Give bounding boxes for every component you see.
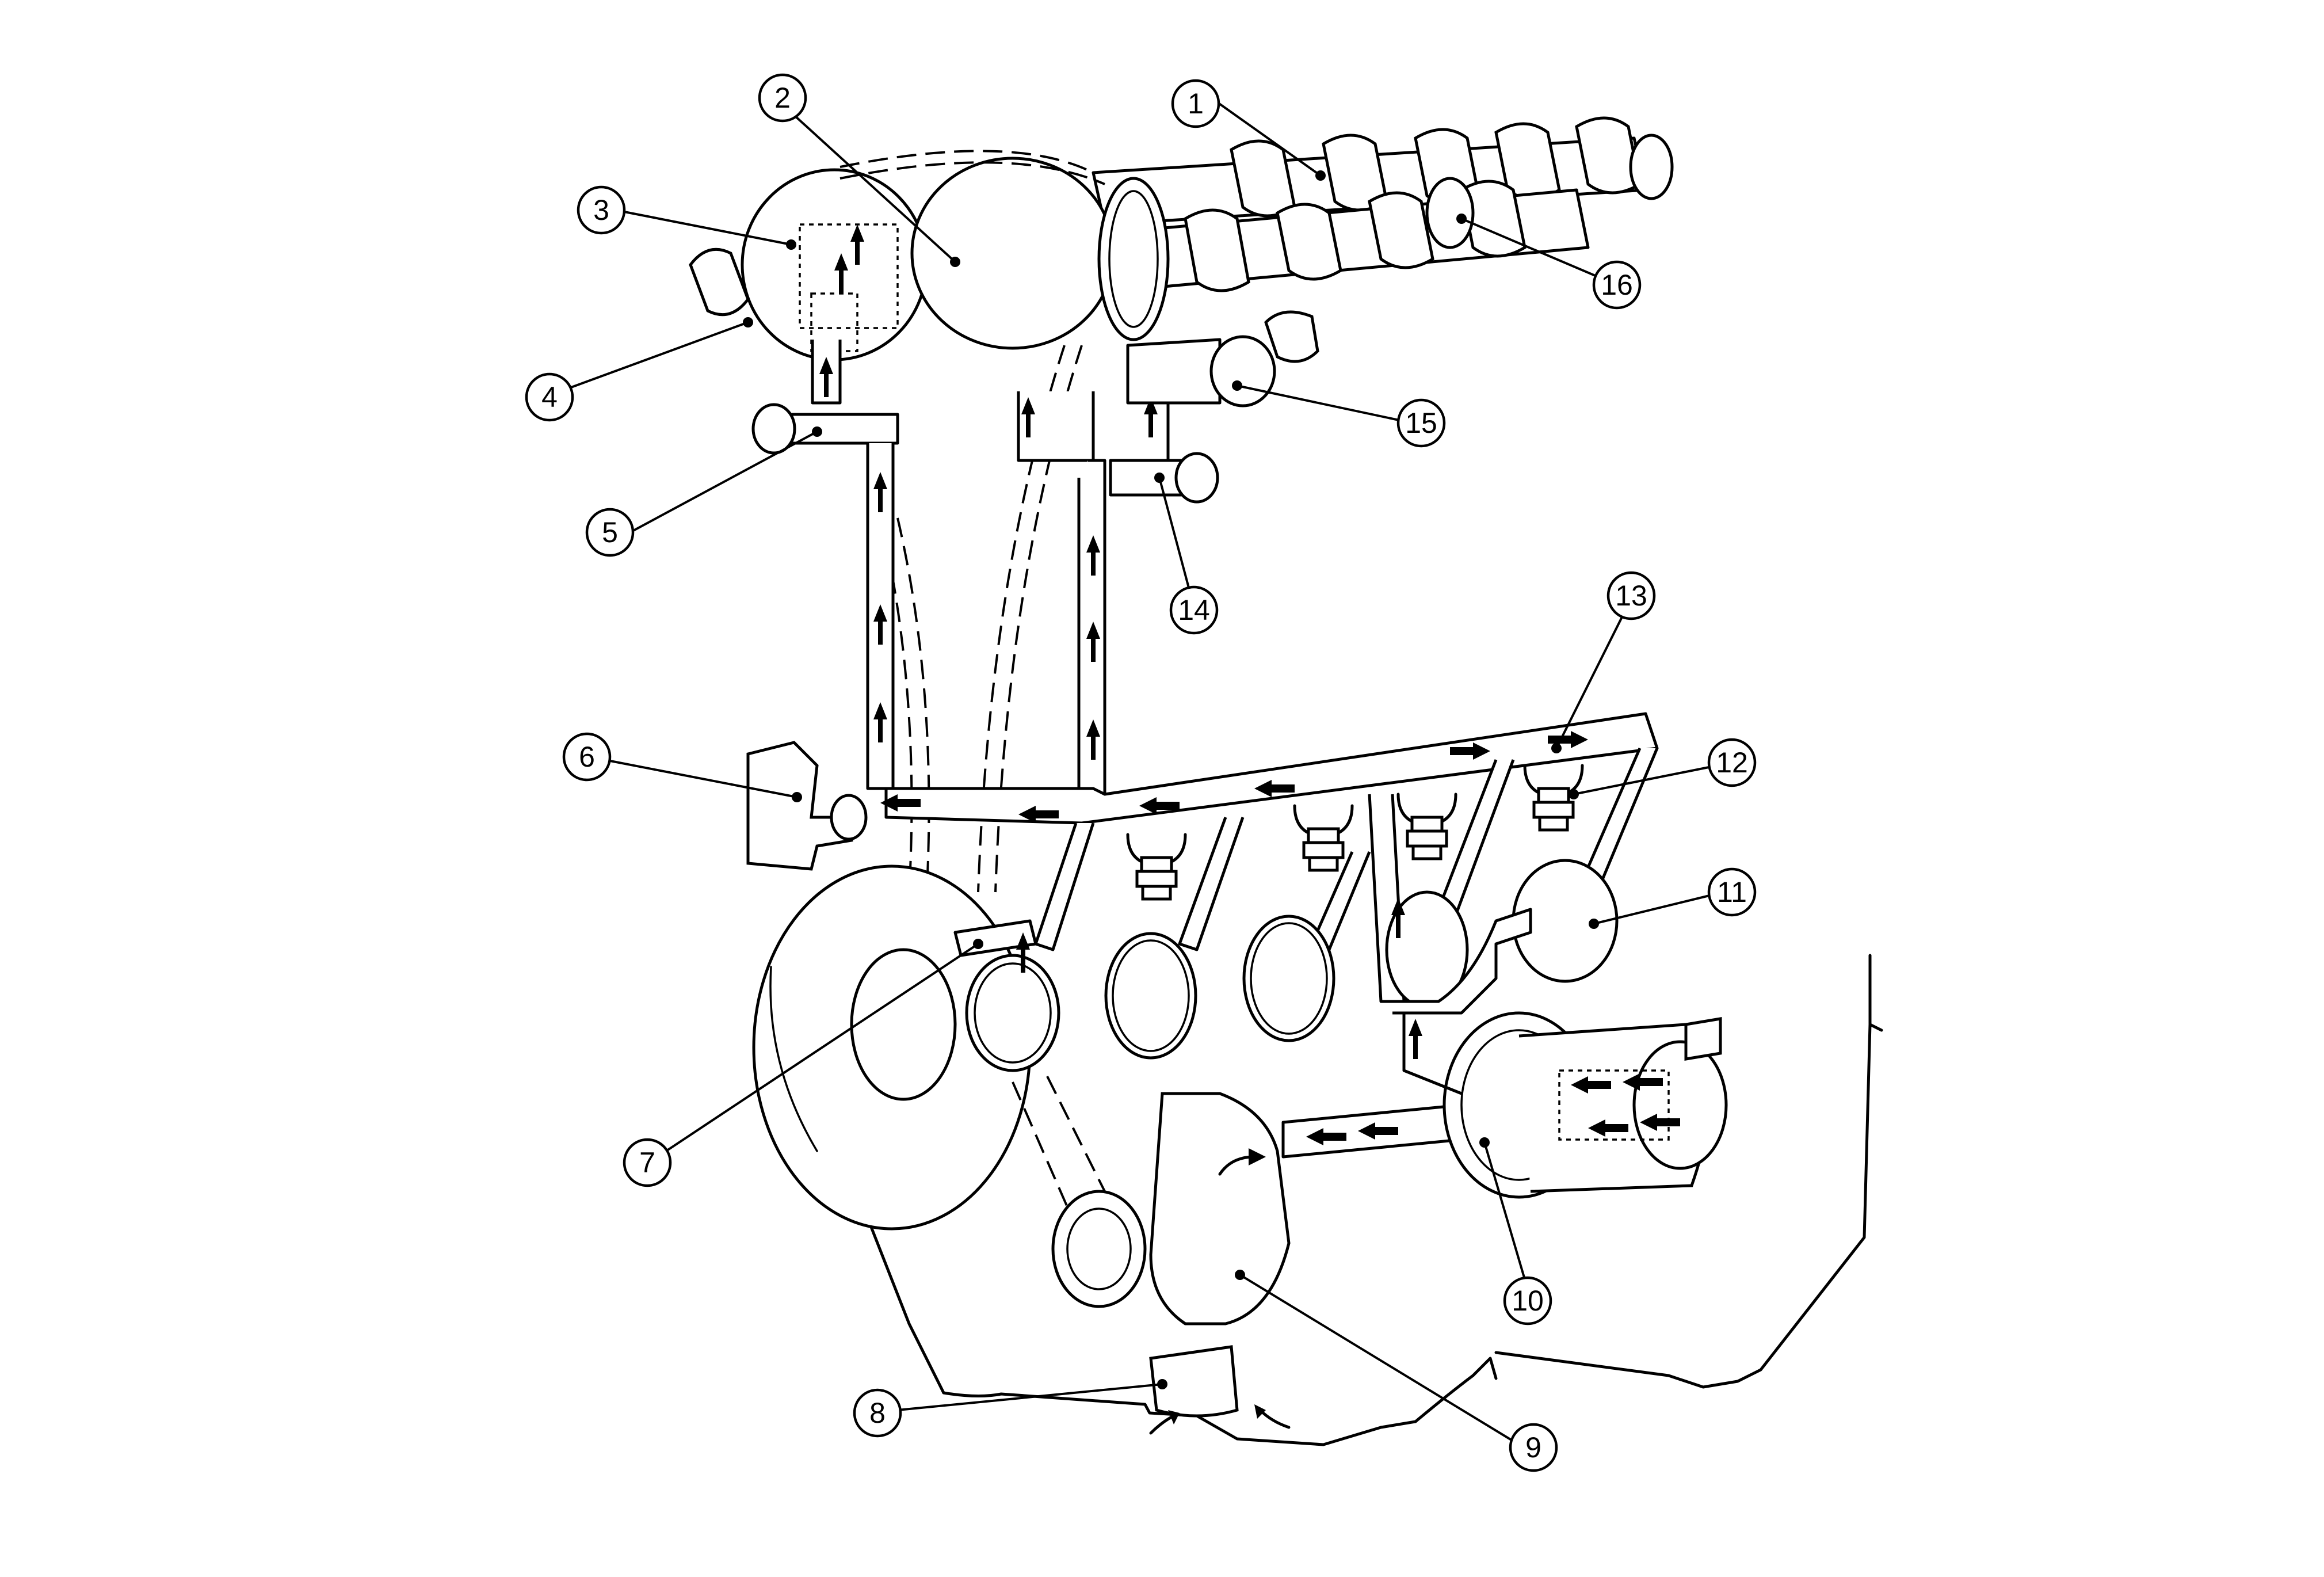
callout-15: 15 xyxy=(1396,398,1446,448)
callouts: 1 2 3 4 5 6 7 8 9 10 11 12 13 14 15 16 xyxy=(525,73,1757,1472)
crankshaft-pulley xyxy=(752,864,1060,1231)
svg-text:6: 6 xyxy=(579,741,595,773)
callout-3: 3 xyxy=(577,185,626,235)
callout-5: 5 xyxy=(585,508,635,557)
callout-12: 12 xyxy=(1707,738,1757,787)
oil-jet-2 xyxy=(1295,806,1352,870)
svg-text:15: 15 xyxy=(1405,407,1437,439)
leader-lines xyxy=(552,96,1718,1446)
oil-pump xyxy=(1012,1076,1291,1325)
svg-text:9: 9 xyxy=(1525,1431,1541,1464)
svg-text:16: 16 xyxy=(1601,269,1633,301)
callout-6: 6 xyxy=(562,732,612,782)
svg-text:13: 13 xyxy=(1615,580,1647,612)
oil-gallery-right-riser xyxy=(1017,378,1170,796)
pump-to-filter-pipe xyxy=(1281,1103,1463,1159)
callout-4: 4 xyxy=(525,372,574,422)
oil-filter xyxy=(1443,1011,1728,1199)
oil-jet-1 xyxy=(1128,835,1185,899)
svg-text:3: 3 xyxy=(593,194,609,226)
oil-strainer xyxy=(1149,1345,1291,1435)
callout-14: 14 xyxy=(1169,585,1219,635)
exhaust-vtc-solenoid xyxy=(1126,310,1319,407)
oil-pressure-valve-left xyxy=(751,403,796,455)
main-oil-gallery xyxy=(880,712,1659,825)
callout-13: 13 xyxy=(1606,571,1656,620)
svg-text:8: 8 xyxy=(869,1397,886,1429)
callout-8: 8 xyxy=(853,1388,902,1438)
oil-pressure-valve-right xyxy=(1109,452,1219,504)
filter-riser-pipe xyxy=(1391,898,1532,1095)
camshaft-lower xyxy=(1138,177,1590,292)
callout-2: 2 xyxy=(758,73,807,123)
svg-text:1: 1 xyxy=(1188,87,1204,120)
svg-text:12: 12 xyxy=(1716,746,1748,779)
crank-journal-2 xyxy=(1244,916,1334,1041)
callout-1: 1 xyxy=(1171,79,1220,128)
intake-sprocket xyxy=(741,168,928,361)
exhaust-sprocket xyxy=(839,150,1170,350)
engine-block-outline xyxy=(849,954,1883,1446)
svg-text:14: 14 xyxy=(1178,594,1210,626)
leader-tip-dots xyxy=(743,170,1599,1389)
callout-11: 11 xyxy=(1707,867,1757,917)
svg-text:2: 2 xyxy=(774,82,791,114)
oil-gallery-left-riser xyxy=(764,340,899,790)
callout-10: 10 xyxy=(1503,1276,1552,1325)
svg-text:10: 10 xyxy=(1512,1285,1544,1317)
callout-16: 16 xyxy=(1592,260,1642,310)
oil-jet-3 xyxy=(1398,794,1456,859)
callout-7: 7 xyxy=(623,1138,672,1187)
svg-text:4: 4 xyxy=(541,381,558,413)
oil-pressure-switch xyxy=(746,741,868,871)
svg-text:5: 5 xyxy=(602,516,618,548)
crank-journal-1 xyxy=(1106,934,1196,1058)
callout-9: 9 xyxy=(1509,1423,1558,1472)
svg-text:7: 7 xyxy=(639,1146,655,1179)
vtc-solenoid-left xyxy=(689,247,750,317)
svg-text:11: 11 xyxy=(1717,876,1747,908)
